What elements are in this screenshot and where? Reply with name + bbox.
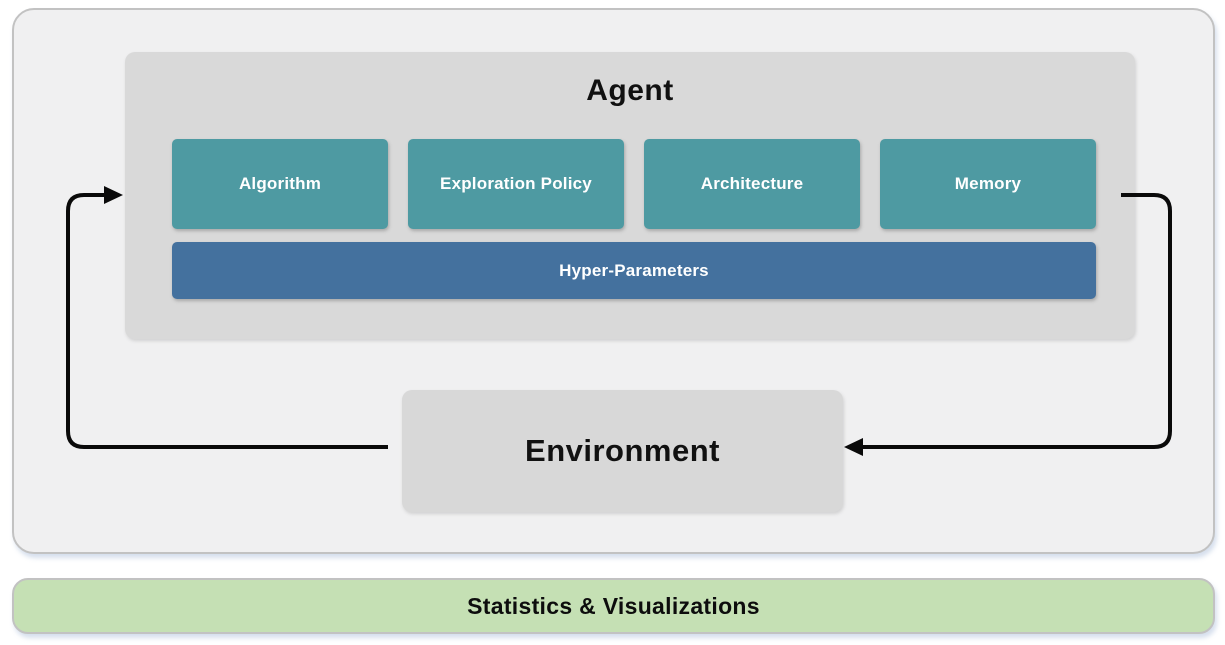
- component-memory: Memory: [880, 139, 1096, 229]
- agent-components-row: Algorithm Exploration Policy Architectur…: [172, 139, 1096, 229]
- statistics-bar: Statistics & Visualizations: [12, 578, 1215, 634]
- component-exploration-policy-label: Exploration Policy: [440, 174, 592, 193]
- training-loop-panel: Agent Algorithm Exploration Policy Archi…: [12, 8, 1215, 554]
- component-memory-label: Memory: [954, 174, 1022, 193]
- component-architecture-label: Architecture: [700, 174, 804, 193]
- component-exploration-policy: Exploration Policy: [408, 139, 624, 229]
- component-algorithm: Algorithm: [172, 139, 388, 229]
- agent-title: Agent: [586, 74, 674, 107]
- environment-box: Environment: [402, 390, 843, 512]
- hyper-parameters-bar: Hyper-Parameters: [172, 242, 1096, 299]
- environment-label: Environment: [525, 433, 720, 468]
- hyper-parameters-label: Hyper-Parameters: [559, 260, 709, 280]
- component-architecture: Architecture: [644, 139, 860, 229]
- component-algorithm-label: Algorithm: [238, 174, 322, 193]
- statistics-bar-label: Statistics & Visualizations: [467, 592, 760, 619]
- agent-box: Agent Algorithm Exploration Policy Archi…: [125, 52, 1135, 339]
